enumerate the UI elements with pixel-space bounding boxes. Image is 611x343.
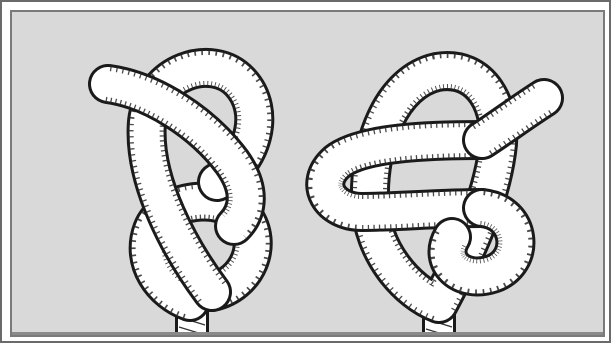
right-knot xyxy=(325,71,544,337)
right-knot-left-bight xyxy=(325,140,482,212)
panel-bottom-edge xyxy=(12,332,603,335)
illustration-panel xyxy=(10,10,605,337)
knot-illustration xyxy=(12,12,605,337)
left-knot xyxy=(108,68,254,337)
